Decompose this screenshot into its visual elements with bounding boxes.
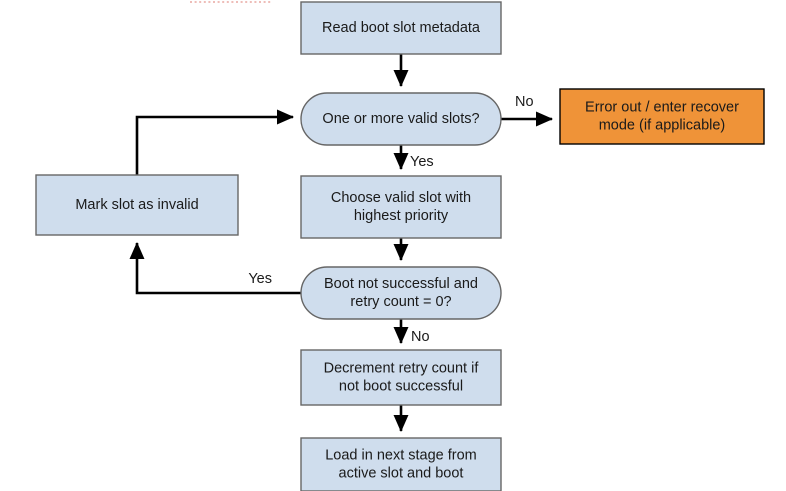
node-label-decrement-retry-count: not boot successful — [339, 378, 463, 394]
node-label-load-next-stage: Load in next stage from — [325, 447, 477, 463]
node-label-load-next-stage: active slot and boot — [339, 465, 464, 481]
node-mark-slot-as-invalid[interactable]: Mark slot as invalid — [35, 174, 239, 236]
node-shape-read-boot-slot-metadata — [300, 1, 502, 55]
node-error-out-enter-recover-mode[interactable]: Error out / enter recover mode (if applic… — [559, 88, 765, 145]
node-label-error-out-enter-recover-mode: mode (if applicable) — [599, 117, 726, 133]
node-boot-not-successful-retry-zero[interactable]: Boot not successful and retry count = 0? — [300, 266, 502, 320]
edge-mark-invalid-to-valid-slots — [135, 109, 295, 175]
node-one-or-more-valid-slots[interactable]: One or more valid slots? — [300, 92, 502, 146]
node-label-mark-slot-as-invalid: Mark slot as invalid — [75, 197, 198, 213]
node-choose-valid-slot[interactable]: Choose valid slot with highest priority — [300, 175, 502, 239]
node-shape-error-out-enter-recover-mode — [559, 88, 765, 145]
node-label-choose-valid-slot: Choose valid slot with — [331, 190, 471, 206]
node-label-error-out-enter-recover-mode: Error out / enter recover — [585, 99, 739, 115]
node-shape-one-or-more-valid-slots — [300, 92, 502, 146]
node-shape-load-next-stage — [300, 437, 502, 491]
node-label-decrement-retry-count: Decrement retry count if — [324, 360, 480, 376]
node-label-boot-not-successful-retry-zero: Boot not successful and — [324, 276, 478, 292]
node-shape-decrement-retry-count — [300, 349, 502, 406]
node-load-next-stage[interactable]: Load in next stage from active slot and b… — [300, 437, 502, 491]
node-label-one-or-more-valid-slots: One or more valid slots? — [322, 111, 479, 127]
node-label-choose-valid-slot: highest priority — [354, 208, 449, 224]
node-shape-mark-slot-as-invalid — [35, 174, 239, 236]
node-label-read-boot-slot-metadata: Read boot slot metadata — [322, 20, 481, 36]
edge-label-label-no-valid-slots: No — [515, 94, 534, 110]
node-shape-boot-not-successful-retry-zero — [300, 266, 502, 320]
node-decrement-retry-count[interactable]: Decrement retry count if not boot success… — [300, 349, 502, 406]
edge-layer — [129, 54, 554, 433]
edge-boot-check-yes-to-mark-invalid — [129, 241, 301, 295]
node-read-boot-slot-metadata[interactable]: Read boot slot metadata — [300, 1, 502, 55]
node-shape-choose-valid-slot — [300, 175, 502, 239]
node-label-boot-not-successful-retry-zero: retry count = 0? — [350, 294, 451, 310]
edge-label-label-yes-retry-loop: Yes — [248, 271, 272, 287]
edge-label-label-no-retry-loop: No — [411, 329, 430, 345]
edge-label-label-yes-valid-slots: Yes — [410, 154, 434, 170]
